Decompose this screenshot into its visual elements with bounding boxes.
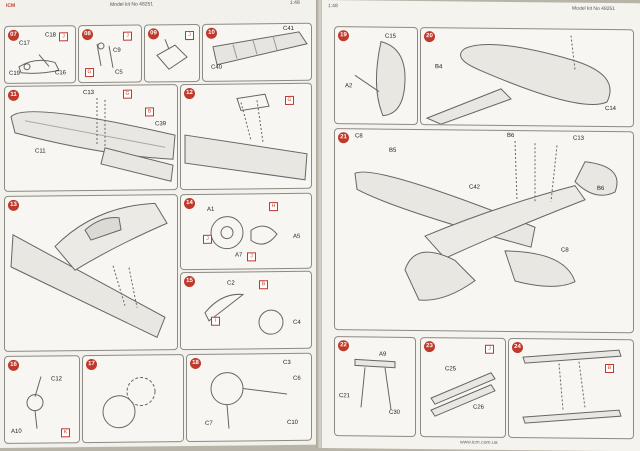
part-label: B6	[597, 185, 605, 192]
paint-tag: G	[85, 68, 94, 78]
part-label: C21	[339, 393, 351, 400]
paint-tag: J	[203, 234, 212, 244]
part-label: C41	[283, 25, 295, 33]
paint-tag: H	[269, 202, 278, 212]
paint-tag: I	[211, 316, 220, 326]
part-label: C3	[283, 359, 291, 367]
brand-logo: ICM	[6, 2, 16, 9]
part-label: C13	[573, 135, 585, 142]
part-label: C13	[83, 90, 95, 97]
part-label: C30	[389, 409, 401, 416]
paint-tag: J	[485, 344, 494, 354]
step-22: 22 A9 C21 C30	[334, 336, 416, 437]
right-model-number: Model kit No 48251	[572, 5, 616, 13]
part-label: C5	[115, 69, 123, 76]
paint-tag: B	[605, 363, 614, 374]
left-scale: 1:48	[290, 0, 300, 6]
part-label: C26	[473, 404, 485, 411]
step-21: 21 C8 B5 B6 C13 C42 B6 C8	[334, 128, 634, 334]
part-label: C40	[211, 64, 223, 71]
step-10: 10 C41 C40	[202, 22, 312, 82]
page-gutter	[316, 0, 324, 448]
left-model-number: Model kit No 48251	[110, 1, 154, 8]
part-label: C14	[605, 105, 617, 113]
part-label: A10	[11, 428, 22, 435]
right-scale: 1:48	[328, 3, 338, 10]
part-label: C18	[45, 32, 57, 39]
part-label: A9	[379, 351, 387, 358]
paint-tag: G	[285, 95, 294, 106]
step-17: 17	[82, 354, 184, 444]
step-15: 15 C2 C4 B I	[180, 270, 312, 351]
step-23: 23 C25 C26 J	[420, 337, 506, 438]
part-label: C4	[293, 319, 301, 326]
part-label: A2	[345, 83, 353, 90]
paint-tag: J	[185, 30, 194, 41]
step-07: 07 C18 C17 C19 C16 J	[4, 25, 76, 84]
paint-tag: J	[123, 31, 132, 41]
paint-tag: J	[59, 32, 68, 42]
part-label: C17	[19, 40, 31, 47]
part-label: A7	[235, 252, 243, 259]
step-12: 12 G	[180, 82, 312, 191]
step-11: 11 C13 C39 C11 G B	[4, 84, 178, 192]
part-label: C8	[561, 247, 569, 254]
part-label: C15	[385, 33, 397, 40]
part-label: C8	[355, 133, 363, 140]
step-20: 20 B4 C14	[420, 27, 634, 128]
step-24: 24 B	[508, 337, 634, 440]
part-label: B4	[435, 64, 443, 71]
part-label: C11	[35, 148, 46, 155]
paint-tag: J	[247, 252, 256, 262]
step-14: 14 A1 A7 A5 H J J	[180, 192, 312, 271]
step-16: 16 C12 A10 K	[4, 355, 80, 444]
step-08: 08 C9 C5 J G	[78, 24, 142, 84]
part-label: C42	[469, 184, 481, 191]
right-page: 1:48 Model kit No 48251 19 C15 A2 20 B4 …	[322, 0, 640, 451]
part-label: A5	[293, 233, 301, 240]
part-label: C6	[293, 375, 301, 382]
part-label: C12	[51, 376, 63, 383]
footer-url: www.icm.com.ua	[460, 439, 498, 446]
part-label: C9	[113, 47, 121, 54]
part-label: C10	[287, 419, 299, 426]
step-19: 19 C15 A2	[334, 26, 418, 126]
part-label: C19	[9, 70, 21, 77]
step-13: 13	[4, 194, 178, 352]
part-label: A1	[207, 206, 215, 213]
step-09: 09 J	[144, 23, 200, 83]
part-label: B6	[507, 132, 515, 140]
part-label: C2	[227, 280, 235, 287]
paint-tag: B	[259, 280, 268, 290]
part-label: B5	[389, 147, 397, 154]
part-label: C39	[155, 121, 167, 128]
part-label: C7	[205, 420, 213, 427]
part-label: C25	[445, 366, 457, 373]
paint-tag: G	[123, 89, 132, 99]
paint-tag: K	[61, 428, 70, 438]
paint-tag: B	[145, 107, 154, 117]
part-label: C16	[55, 70, 67, 77]
left-page: ICM Model kit No 48251 1:48 07 C18 C17 C…	[0, 0, 318, 448]
step-18: 18 C3 C6 C7 C10	[186, 352, 312, 443]
